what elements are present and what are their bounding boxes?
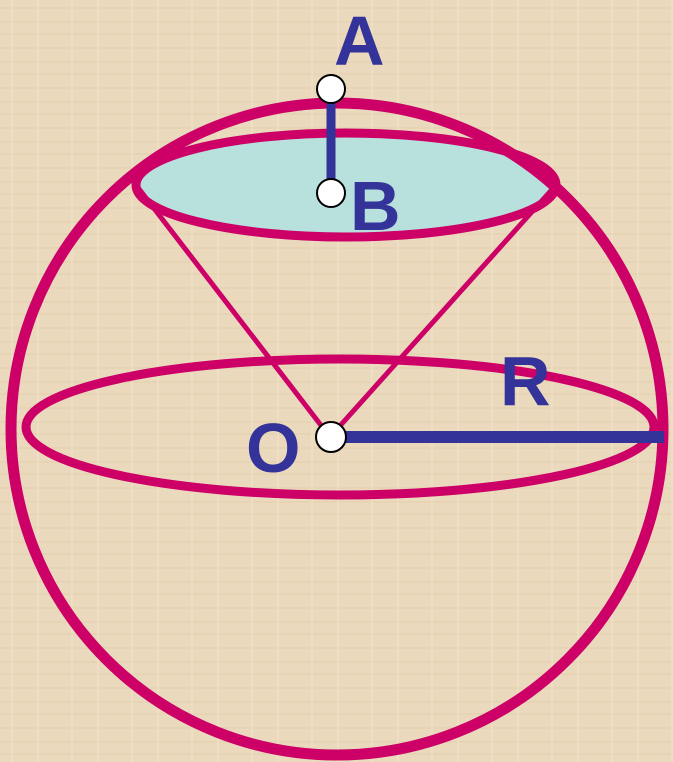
label-b: B: [350, 167, 401, 245]
sphere-outline: [5, 97, 669, 761]
equator-circle: [21, 354, 659, 500]
point-a: [316, 74, 346, 104]
point-o: [315, 421, 347, 453]
label-a: A: [334, 2, 385, 80]
point-b: [316, 178, 346, 208]
label-r: R: [500, 342, 551, 420]
cone-line-left: [134, 183, 332, 439]
cone-line-right: [328, 183, 558, 439]
label-o: O: [246, 409, 300, 487]
